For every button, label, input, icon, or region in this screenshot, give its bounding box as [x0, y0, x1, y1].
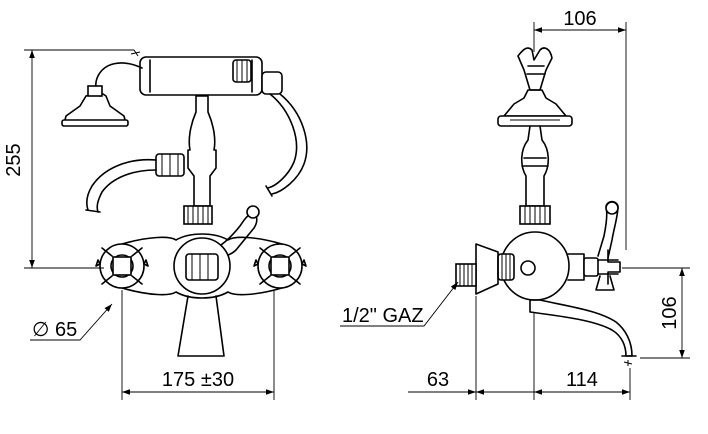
handshower-head	[61, 85, 129, 127]
dim-right-106: 106	[659, 296, 681, 329]
body-side	[497, 231, 621, 301]
diverter-connector	[85, 153, 185, 213]
dim-diameter-65: ∅ 65	[32, 319, 77, 341]
side-view	[455, 47, 637, 366]
dimensions: 255 ∅ 65 175 ±30 106 106 1/2" GAZ 63 114	[3, 8, 690, 400]
handshower-holder	[95, 49, 263, 97]
dim-bottom-63: 63	[427, 369, 449, 391]
handshower-hook	[517, 47, 553, 91]
spout-side	[529, 299, 637, 366]
thread-label: 1/2" GAZ	[342, 305, 424, 327]
mixer-body	[95, 233, 307, 357]
dim-height-255: 255	[3, 143, 25, 176]
dim-bottom-114: 114	[566, 369, 598, 391]
front-view	[61, 49, 308, 357]
lever-side	[595, 200, 619, 291]
hose	[261, 71, 308, 197]
dim-top-106: 106	[563, 8, 596, 30]
dim-width-175: 175 ±30	[162, 369, 234, 391]
central-column	[183, 95, 217, 225]
wall-connector	[455, 243, 499, 295]
column-side	[519, 125, 551, 225]
shower-head-side	[497, 89, 573, 127]
